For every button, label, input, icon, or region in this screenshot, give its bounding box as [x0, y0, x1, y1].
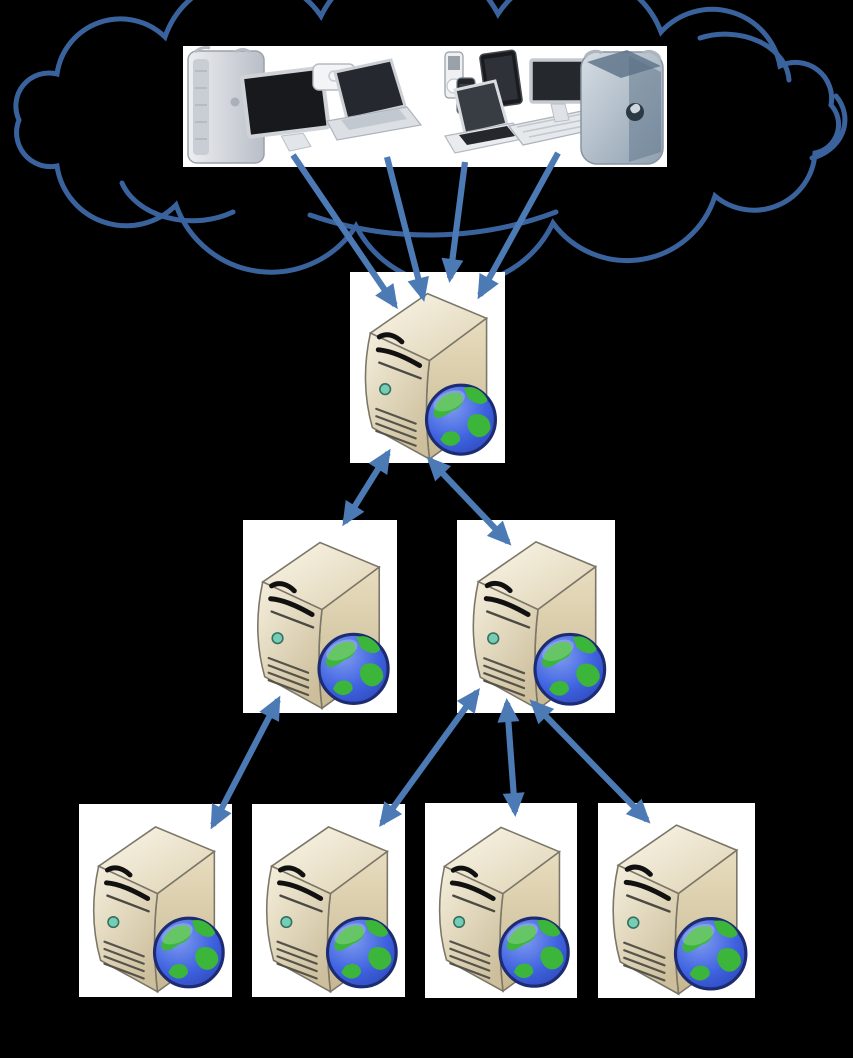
server-with-globe-icon: [457, 520, 615, 713]
server-with-globe-icon: [252, 804, 405, 997]
server-with-globe-icon: [350, 272, 505, 463]
web-server-mid-1: [243, 520, 397, 713]
client-devices-panel: [183, 46, 667, 167]
web-server-bottom-3: [425, 803, 577, 998]
web-server-mid-2: [457, 520, 615, 713]
web-server-bottom-4: [598, 803, 755, 998]
server-with-globe-icon: [425, 803, 577, 998]
macbook-pro-icon: [326, 58, 423, 141]
web-server-bottom-2: [252, 804, 405, 997]
powermac-tower-icon: [580, 49, 664, 165]
server-with-globe-icon: [243, 520, 397, 713]
server-with-globe-icon: [79, 804, 232, 997]
cloud-outline: [13, 0, 842, 289]
cloud-inner-arc-bottom: [307, 209, 559, 238]
cloud-inner-arc-right-side: [809, 93, 848, 161]
web-server-top: [350, 272, 505, 463]
cinema-display-icon: [240, 65, 331, 152]
cloud-inner-arc-left: [119, 180, 236, 224]
macbook-air-icon: [444, 79, 529, 154]
cloud-inner-arc-right: [697, 31, 792, 83]
web-server-bottom-1: [79, 804, 232, 997]
cinema-display-2-icon: [529, 58, 587, 123]
server-with-globe-icon: [598, 803, 755, 998]
